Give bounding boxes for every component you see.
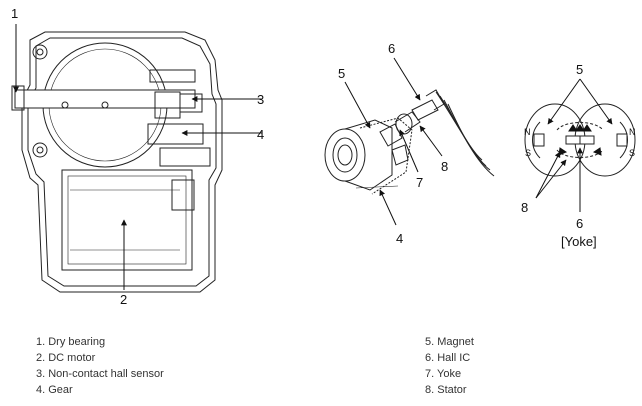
callout-1: 1	[11, 6, 18, 21]
middle-leader-lines	[344, 57, 443, 226]
callout-4-mid: 4	[396, 231, 403, 246]
legend-item: 6. Hall IC	[425, 352, 471, 364]
pole-s-right: S	[629, 148, 635, 158]
legend-item: 3. Non-contact hall sensor	[36, 368, 164, 380]
callout-8-mid: 8	[441, 159, 448, 174]
legend-right: 5. Magnet 6. Hall IC 7. Yoke 8. Stator	[425, 334, 474, 398]
right-leader-lines	[535, 78, 613, 212]
pole-n-left: N	[524, 127, 531, 137]
callout-2: 2	[120, 292, 127, 307]
legend-item: 2. DC motor	[36, 352, 96, 364]
legend-item: 8. Stator	[425, 384, 467, 396]
legend-item: 7. Yoke	[425, 368, 462, 380]
legend-item: 4. Gear	[36, 384, 73, 396]
legend-left: 1. Dry bearing 2. DC motor 3. Non-contac…	[36, 334, 164, 398]
throttle-body-housing	[11, 31, 223, 293]
callout-6-mid: 6	[388, 41, 395, 56]
left-leader-lines	[13, 24, 262, 290]
callout-6-right: 6	[576, 216, 583, 231]
callout-5-right: 5	[576, 62, 583, 77]
yoke-field-arrows	[558, 124, 602, 156]
callout-8-right: 8	[521, 200, 528, 215]
legend-item: 5. Magnet	[425, 336, 474, 348]
pole-s-left: S	[525, 148, 531, 158]
callout-5-mid: 5	[338, 66, 345, 81]
yoke-caption: [Yoke]	[561, 234, 597, 249]
gear-sensor-assembly	[324, 89, 495, 195]
callout-7-mid: 7	[416, 175, 423, 190]
callout-4: 4	[257, 127, 264, 142]
legend-item: 1. Dry bearing	[36, 336, 106, 348]
callout-3: 3	[257, 92, 264, 107]
pole-n-right: N	[629, 127, 636, 137]
